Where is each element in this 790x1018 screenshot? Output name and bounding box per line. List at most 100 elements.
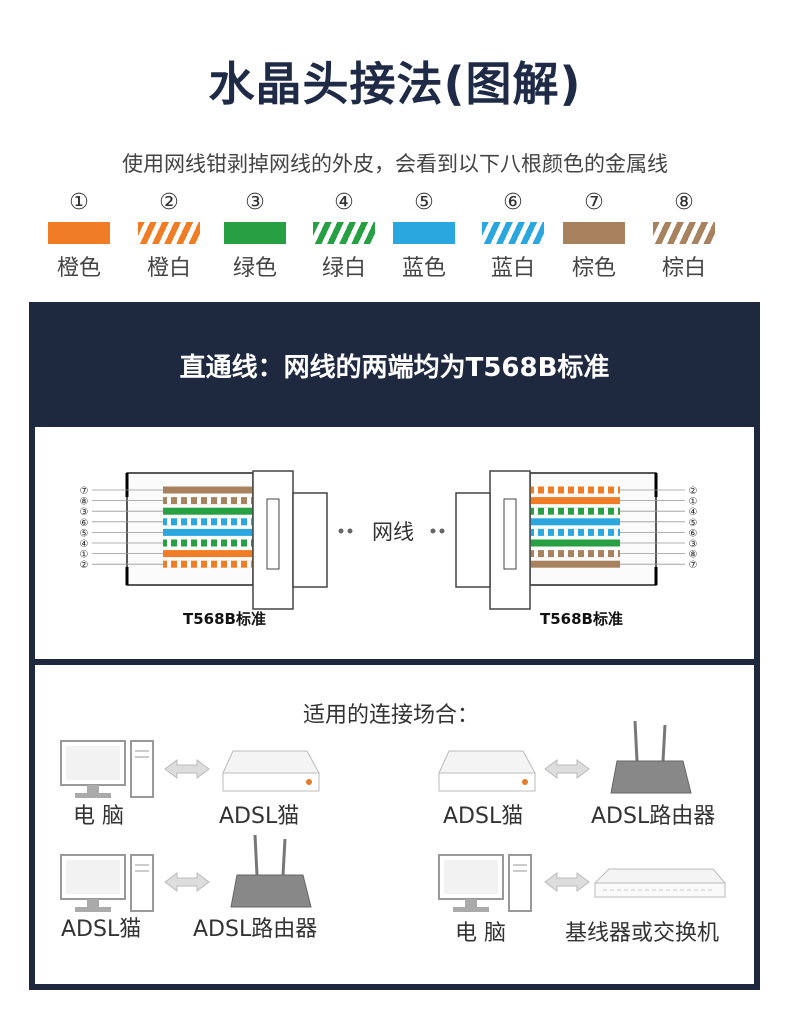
pin-number: ⑧ (689, 550, 698, 561)
wire-name: 绿白 (321, 256, 366, 281)
wire-stripe (237, 518, 241, 526)
wire-stripe (177, 560, 181, 568)
connector-wire (530, 518, 620, 526)
wire-stripe (237, 560, 241, 568)
wire-swatch (393, 222, 455, 244)
wire-stripe (227, 518, 231, 526)
connector-wire (530, 560, 620, 568)
wire-number: ⑦ (584, 190, 604, 215)
wire-item: ⑥ 蓝白 (470, 188, 556, 282)
wire-stripe (534, 528, 538, 536)
wire-number: ⑥ (503, 190, 523, 215)
wire-number: ⑤ (414, 190, 434, 215)
wire-stripe (177, 497, 181, 505)
pin-number: ⑥ (80, 518, 89, 529)
network-switch-icon (593, 868, 727, 898)
wire-stripe (177, 539, 181, 547)
wire-stripe (237, 539, 241, 547)
wire-stripe (247, 518, 251, 526)
page-subtitle: 使用网线钳剥掉网线的外皮，会看到以下八根颜色的金属线 (122, 152, 668, 176)
wire-swatch (48, 222, 110, 244)
computer-icon (60, 740, 154, 798)
wire-stripe (554, 486, 558, 494)
wire-swatch (563, 222, 625, 244)
wire-stripe (554, 550, 558, 558)
wire-name: 橙色 (56, 256, 101, 281)
wire-stripe (604, 528, 608, 536)
connector-wire (530, 497, 620, 505)
wire-stripe (594, 486, 598, 494)
wire-stripe (544, 486, 548, 494)
wire-stripe (197, 539, 201, 547)
wire-swatch (313, 222, 375, 244)
wire-item: ⑦ 棕色 (551, 188, 637, 282)
double-arrow-icon (544, 759, 590, 779)
wire-stripe (207, 497, 211, 505)
wire-swatch (138, 222, 200, 244)
wire-stripe (167, 560, 171, 568)
wire-stripe (197, 497, 201, 505)
wire-stripe (227, 539, 231, 547)
right-standard-label: T568B标准 (540, 610, 623, 628)
wire-stripe (544, 507, 548, 515)
wire-stripe (167, 497, 171, 505)
wire-number: ④ (334, 190, 354, 215)
connector-wire (163, 486, 253, 494)
computer-icon (438, 854, 532, 912)
adsl-router-icon (610, 720, 692, 794)
pair1-left-label: 电 脑 (73, 804, 124, 829)
pin-number: ④ (689, 507, 698, 518)
pair3-left-label: ADSL猫 (61, 917, 142, 942)
wire-stripe (534, 550, 538, 558)
pin-number: ⑧ (80, 497, 89, 508)
wire-stripe (574, 550, 578, 558)
wire-stripe (197, 518, 201, 526)
usage-heading: 适用的连接场合： (303, 703, 480, 728)
pair2-left-label: ADSL猫 (443, 804, 524, 829)
pair3-right-label: ADSL路由器 (193, 917, 318, 942)
pin-number: ③ (80, 507, 89, 518)
pin-number: ④ (80, 539, 89, 550)
wire-stripe (217, 539, 221, 547)
wire-name: 棕白 (661, 256, 706, 281)
wire-stripe (544, 550, 548, 558)
wire-stripe (574, 507, 578, 515)
wire-stripe (187, 497, 191, 505)
adsl-modem-icon (438, 750, 536, 792)
double-arrow-icon (544, 872, 590, 892)
wire-stripe (187, 518, 191, 526)
wire-name: 绿色 (232, 256, 277, 281)
pair1-right-label: ADSL猫 (219, 804, 300, 829)
wire-color-legend: ① 橙色 ② 橙白 ③ 绿色 ④ 绿白 ⑤ 蓝色 ⑥ 蓝白 ⑦ 棕色 ⑧ 棕白 (36, 188, 744, 282)
wire-stripe (217, 497, 221, 505)
wire-stripe (207, 539, 211, 547)
wire-stripe (177, 518, 181, 526)
wire-item: ④ 绿白 (301, 188, 387, 282)
pair2-right-label: ADSL路由器 (591, 804, 716, 829)
wire-name: 蓝白 (490, 256, 535, 281)
adsl-modem-icon (222, 750, 320, 792)
panel-title: 直通线：网线的两端均为T568B标准 (179, 353, 610, 383)
wire-stripe (217, 560, 221, 568)
wire-stripe (574, 528, 578, 536)
wire-stripe (544, 528, 548, 536)
pin-number: ① (80, 550, 89, 561)
left-standard-label: T568B标准 (183, 610, 266, 628)
wire-name: 棕色 (571, 256, 616, 281)
usage-section: 适用的连接场合： 电 脑 ADSL猫 ADSL猫 ADSL路由器 ADSL猫 A… (35, 665, 754, 984)
wire-stripe (207, 518, 211, 526)
connector-wire (163, 550, 253, 558)
wire-stripe (574, 486, 578, 494)
wire-stripe (564, 550, 568, 558)
pin-number: ③ (689, 539, 698, 550)
wire-stripe (584, 550, 588, 558)
wire-stripe (217, 518, 221, 526)
wire-stripe (604, 486, 608, 494)
cable-label: 网线 (372, 520, 414, 544)
pin-number: ⑦ (80, 486, 89, 497)
page-title: 水晶头接法(图解) (208, 57, 582, 111)
